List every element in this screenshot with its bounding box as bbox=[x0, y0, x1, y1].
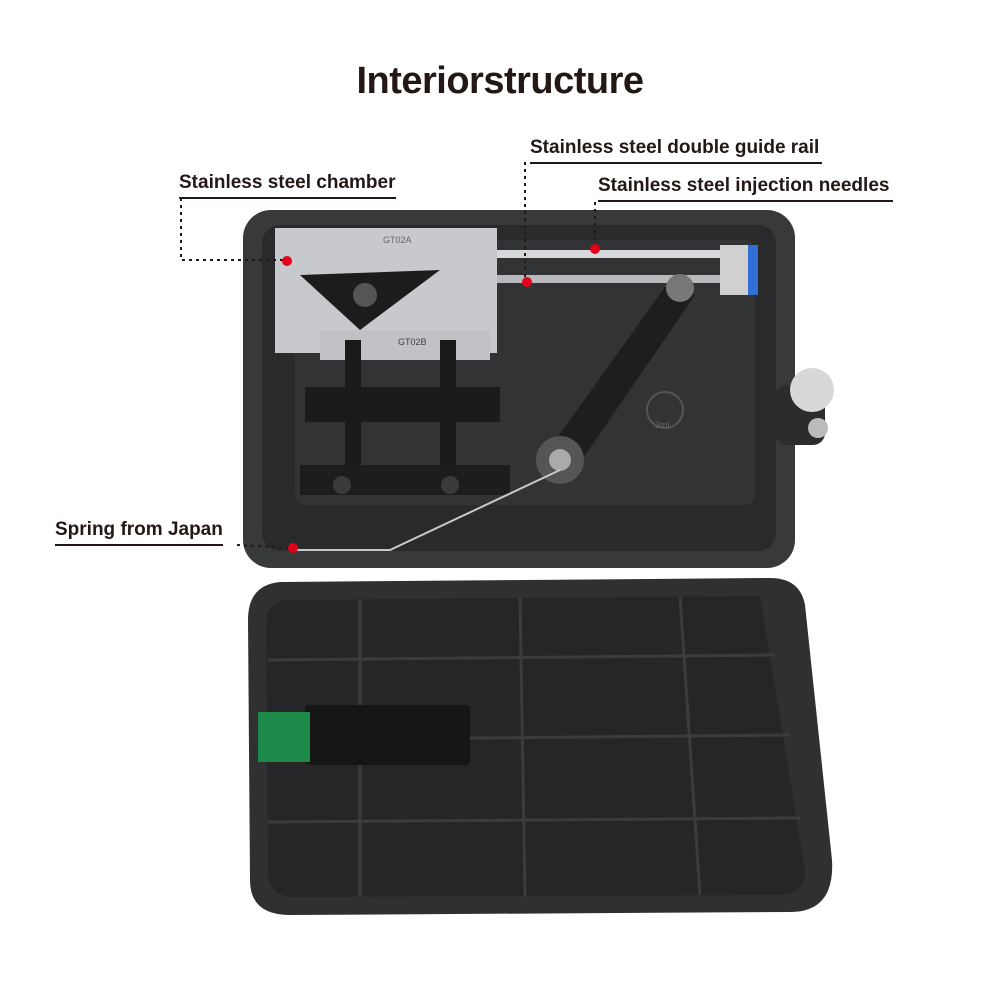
steel-chamber: GT02A GT02B bbox=[275, 228, 497, 360]
lever-mechanism: 3ml bbox=[300, 274, 695, 495]
page-title: Interiorstructure bbox=[356, 60, 644, 102]
circuit-board bbox=[258, 712, 310, 762]
guide-rails bbox=[497, 245, 758, 295]
marking-gt02a: GT02A bbox=[383, 235, 412, 245]
label-guide-rail: Stainless steel double guide rail bbox=[530, 137, 823, 164]
marking-3ml: 3ml bbox=[655, 420, 670, 430]
markers bbox=[282, 244, 600, 553]
marker-needles bbox=[590, 244, 600, 254]
leader-lines bbox=[180, 162, 596, 549]
marker-spring bbox=[288, 543, 298, 553]
label-chamber: Stainless steel chamber bbox=[179, 172, 396, 199]
battery-box bbox=[305, 705, 470, 765]
spring-wire bbox=[295, 469, 561, 551]
machine-lid bbox=[248, 578, 833, 915]
marking-gt02b: GT02B bbox=[398, 337, 427, 347]
label-spring: Spring from Japan bbox=[55, 519, 223, 546]
label-needles: Stainless steel injection needles bbox=[598, 175, 894, 202]
marker-chamber bbox=[282, 256, 292, 266]
marker-guide-rail bbox=[522, 277, 532, 287]
